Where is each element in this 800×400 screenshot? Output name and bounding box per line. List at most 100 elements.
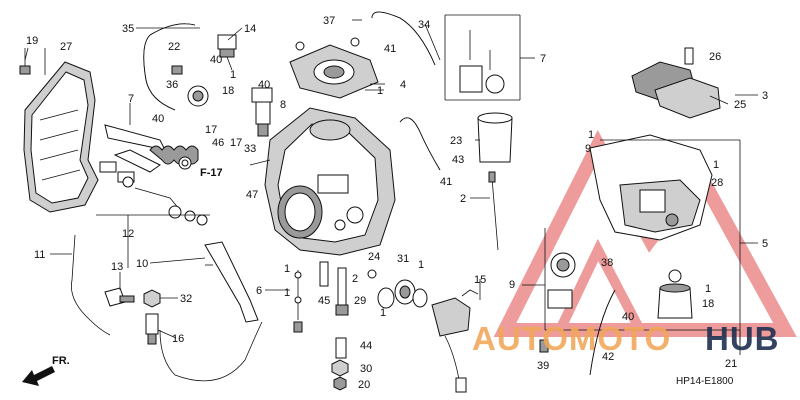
callout-28: 28	[711, 177, 723, 189]
callout-23: 23	[450, 135, 462, 147]
callout-40-a: 40	[152, 113, 164, 125]
washer-24-ring-31	[367, 269, 428, 309]
screws-45-2-29	[319, 261, 349, 316]
callout-39: 39	[537, 360, 549, 372]
callout-1-b: 1	[377, 85, 383, 97]
callout-2-b: 2	[352, 273, 358, 285]
callout-1-c: 1	[588, 129, 594, 141]
callout-3: 3	[762, 90, 768, 102]
watermark-text: AUTOMOTO HUB	[472, 320, 780, 357]
callout-1-d: 1	[713, 159, 719, 171]
float-chamber-top	[631, 61, 721, 119]
screw-26	[684, 47, 694, 65]
throttle-position-sensor	[459, 30, 505, 94]
callout-40-d: 40	[622, 311, 634, 323]
callout-22: 22	[168, 41, 180, 53]
callout-47: 47	[246, 189, 258, 201]
callout-36: 36	[166, 79, 178, 91]
callout-8: 8	[280, 99, 286, 111]
sensor-14	[217, 34, 237, 71]
callout-7-right: 7	[540, 53, 546, 65]
top-cover-assembly	[289, 37, 379, 99]
throttle-drum-assembly	[104, 124, 199, 173]
callout-34: 34	[418, 19, 430, 31]
callout-29: 29	[354, 295, 366, 307]
cable-16	[159, 321, 263, 382]
bolt-19	[19, 48, 31, 75]
solenoid-8	[251, 87, 273, 137]
float-bowl	[589, 134, 713, 241]
callout-32: 32	[180, 293, 192, 305]
callout-37: 37	[323, 15, 335, 27]
bracket-13	[104, 287, 135, 307]
callout-26: 26	[709, 51, 721, 63]
callout-17-b: 17	[230, 137, 242, 149]
callout-5: 5	[762, 238, 768, 250]
throttle-arm	[204, 241, 259, 323]
callout-1-g: 1	[284, 287, 290, 299]
callout-9-a: 9	[585, 143, 591, 155]
callout-4: 4	[400, 79, 406, 91]
callout-38: 38	[601, 257, 613, 269]
callout-labels: 19 27 11 12 13 7 40 10 32 16 35 14 22 40…	[26, 15, 768, 391]
solenoid-15	[431, 289, 479, 393]
callout-40-b: 40	[210, 54, 222, 66]
callout-2-a: 2	[460, 193, 466, 205]
callout-43: 43	[452, 154, 464, 166]
callout-33: 33	[244, 143, 256, 155]
callout-44: 44	[360, 340, 372, 352]
callout-18-a: 18	[222, 85, 234, 97]
cup-23	[477, 112, 513, 163]
callout-27: 27	[60, 41, 72, 53]
fitting-16	[145, 313, 159, 345]
callout-41-a: 41	[384, 43, 396, 55]
callout-30: 30	[360, 363, 372, 375]
callout-42: 42	[602, 351, 614, 363]
choke-linkage	[99, 161, 208, 226]
callout-19: 19	[26, 35, 38, 47]
callout-10: 10	[136, 258, 148, 270]
callout-1-i: 1	[380, 307, 386, 319]
callout-15: 15	[474, 274, 486, 286]
callout-11: 11	[34, 249, 45, 261]
callout-40-c: 40	[258, 79, 270, 91]
jet-parts	[547, 252, 693, 319]
cable-11	[71, 234, 111, 336]
watermark-text-part1: AUTOMOTO	[472, 320, 671, 357]
callout-6: 6	[256, 285, 262, 297]
air-duct-cover	[23, 61, 99, 213]
callout-20: 20	[358, 379, 370, 391]
callout-7-left: 7	[128, 93, 134, 105]
callout-18-b: 18	[702, 298, 714, 310]
pin-25	[709, 95, 729, 105]
callout-1-a: 1	[230, 69, 236, 81]
callout-9-b: 9	[509, 279, 515, 291]
front-label: FR.	[52, 355, 70, 367]
callout-21: 21	[725, 358, 737, 370]
callout-35: 35	[122, 23, 134, 35]
callout-1-h: 1	[418, 259, 424, 271]
callout-12: 12	[122, 228, 134, 240]
leader-lines	[24, 14, 758, 355]
screw-39	[539, 339, 549, 353]
carburetor-body	[249, 107, 396, 256]
diagram-code: HP14-E1800	[676, 376, 734, 387]
callout-1-e: 1	[705, 283, 711, 295]
callout-16: 16	[172, 333, 184, 345]
callout-14: 14	[244, 23, 256, 35]
screw-set-6	[293, 270, 303, 333]
callout-1-f: 1	[284, 263, 290, 275]
front-arrow-icon: FR.	[22, 355, 70, 386]
bolt-22	[171, 65, 183, 75]
callout-17-a: 17	[205, 124, 217, 136]
valve-36	[187, 85, 209, 107]
callout-31: 31	[397, 253, 409, 265]
jet-44-30-20	[331, 337, 349, 391]
watermark-text-part2: HUB	[705, 320, 780, 357]
nut-32	[143, 289, 161, 308]
callout-13: 13	[111, 261, 123, 273]
section-label-f17: F-17	[200, 167, 223, 179]
callout-24: 24	[368, 251, 380, 263]
